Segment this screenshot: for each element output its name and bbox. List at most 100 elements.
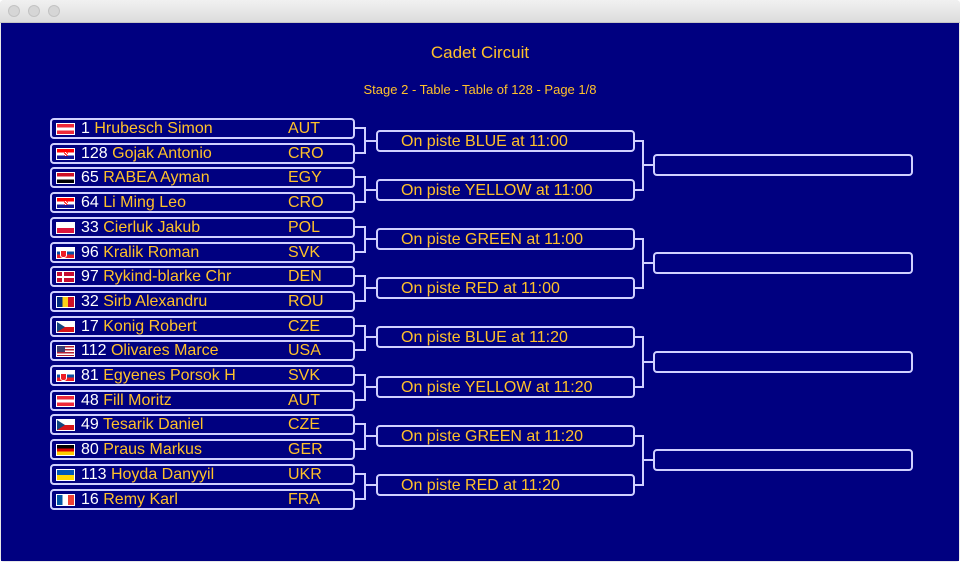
seed-number: 112 [81, 342, 107, 359]
bracket-connector [355, 127, 376, 154]
fencer-country: POL [288, 219, 321, 236]
match-label: On piste GREEN at 11:00 [401, 231, 584, 248]
bracket-connector [355, 275, 376, 302]
fencer-name: Konig Robert [103, 318, 197, 335]
fencer-row[interactable]: 49 Tesarik Daniel CZE [50, 414, 355, 435]
fencer-row[interactable]: 65 RABEA Ayman EGY [50, 167, 355, 188]
fencer-seed: 128 Gojak Antonio [81, 145, 212, 163]
bracket-connector [355, 473, 376, 500]
match-box[interactable]: On piste RED at 11:00 [376, 277, 635, 299]
fencer-name: Tesarik Daniel [102, 416, 204, 433]
bracket-connector [355, 374, 376, 401]
fencer-country: UKR [288, 466, 322, 483]
fencer-name: Hoyda Danyyil [110, 466, 215, 483]
bracket-connector [355, 176, 376, 203]
fencer-name: Cierluk Jakub [103, 219, 201, 236]
fencer-seed: 32 Sirb Alexandru [81, 293, 207, 311]
egy-flag-icon [56, 172, 75, 184]
match-label: On piste YELLOW at 11:00 [401, 182, 593, 199]
fencer-row[interactable]: 112 Olivares Marce USA [50, 340, 355, 361]
minimize-window-button[interactable] [28, 5, 40, 17]
fencer-country: CRO [288, 194, 324, 211]
fencer-name: Kralik Roman [103, 244, 200, 261]
bracket-connector [635, 435, 653, 486]
cze-flag-icon [56, 419, 75, 431]
page-subtitle: Stage 2 - Table - Table of 128 - Page 1/… [363, 82, 597, 97]
fencer-name: Sirb Alexandru [103, 293, 208, 310]
fencer-name: Rykind-blarke Chr [103, 268, 232, 285]
seed-number: 113 [81, 466, 107, 483]
match-box[interactable]: On piste GREEN at 11:00 [376, 228, 635, 250]
bracket-connector [355, 325, 376, 351]
bracket-lines [355, 127, 653, 500]
seed-number: 49 [81, 416, 99, 433]
fencer-country: CRO [288, 145, 324, 162]
fencer-row[interactable]: 128 Gojak Antonio CRO [50, 143, 355, 164]
fencer-country: CZE [288, 416, 320, 433]
fencer-seed: 81 Egyenes Porsok H [81, 367, 236, 385]
fencer-name: Gojak Antonio [112, 145, 212, 162]
fencer-row[interactable]: 16 Remy Karl FRA [50, 489, 355, 510]
fencer-seed: 16 Remy Karl [81, 491, 178, 509]
fencer-row[interactable]: 96 Kralik Roman SVK [50, 242, 355, 263]
fencer-seed: 96 Kralik Roman [81, 244, 199, 262]
fencer-name: Hrubesch Simon [94, 120, 213, 137]
fencer-seed: 112 Olivares Marce [81, 342, 219, 360]
usa-flag-icon [56, 345, 75, 357]
fencer-row[interactable]: 64 Li Ming Leo CRO [50, 192, 355, 213]
match-label: On piste RED at 11:20 [401, 477, 560, 494]
fencer-row[interactable]: 113 Hoyda Danyyil UKR [50, 464, 355, 485]
match-label: On piste GREEN at 11:20 [401, 428, 584, 445]
rou-flag-icon [56, 296, 75, 308]
next-round-box[interactable] [653, 154, 913, 176]
next-round-box[interactable] [653, 449, 913, 471]
match-label: On piste BLUE at 11:00 [401, 133, 568, 150]
match-label: On piste YELLOW at 11:20 [401, 379, 593, 396]
seed-number: 17 [81, 318, 99, 335]
seed-number: 1 [81, 120, 90, 137]
fencer-name: RABEA Ayman [103, 169, 210, 186]
seed-number: 65 [81, 169, 99, 186]
next-round-box[interactable] [653, 351, 913, 373]
fencer-country: EGY [288, 169, 322, 186]
fencer-country: GER [288, 441, 323, 458]
match-box[interactable]: On piste BLUE at 11:20 [376, 326, 635, 348]
match-box[interactable]: On piste RED at 11:20 [376, 474, 635, 496]
match-label: On piste RED at 11:00 [401, 280, 560, 297]
fencer-country: AUT [288, 392, 320, 409]
fencer-name: Olivares Marce [110, 342, 219, 359]
next-round-box[interactable] [653, 252, 913, 274]
match-box[interactable]: On piste YELLOW at 11:20 [376, 376, 635, 398]
seed-number: 16 [81, 491, 99, 508]
close-window-button[interactable] [8, 5, 20, 17]
fencer-country: FRA [288, 491, 320, 508]
seed-number: 97 [81, 268, 99, 285]
svk-flag-icon [56, 247, 75, 259]
bracket-connector [635, 140, 653, 191]
seed-number: 32 [81, 293, 99, 310]
svk-flag-icon [56, 370, 75, 382]
match-box[interactable]: On piste YELLOW at 11:00 [376, 179, 635, 201]
match-box[interactable]: On piste BLUE at 11:00 [376, 130, 635, 152]
match-box[interactable]: On piste GREEN at 11:20 [376, 425, 635, 447]
fencer-name: Fill Moritz [103, 392, 172, 409]
page-title: Cadet Circuit [430, 43, 530, 62]
fencer-country: SVK [288, 244, 321, 261]
fencer-country: USA [288, 342, 321, 359]
fencer-seed: 97 Rykind-blarke Chr [81, 268, 231, 286]
fencer-name: Egyenes Porsok H [103, 367, 236, 384]
bracket-connector [355, 423, 376, 450]
fencer-name: Praus Markus [103, 441, 202, 458]
bracket-connector [355, 226, 376, 253]
zoom-window-button[interactable] [48, 5, 60, 17]
fencer-seed: 64 Li Ming Leo [81, 194, 186, 212]
